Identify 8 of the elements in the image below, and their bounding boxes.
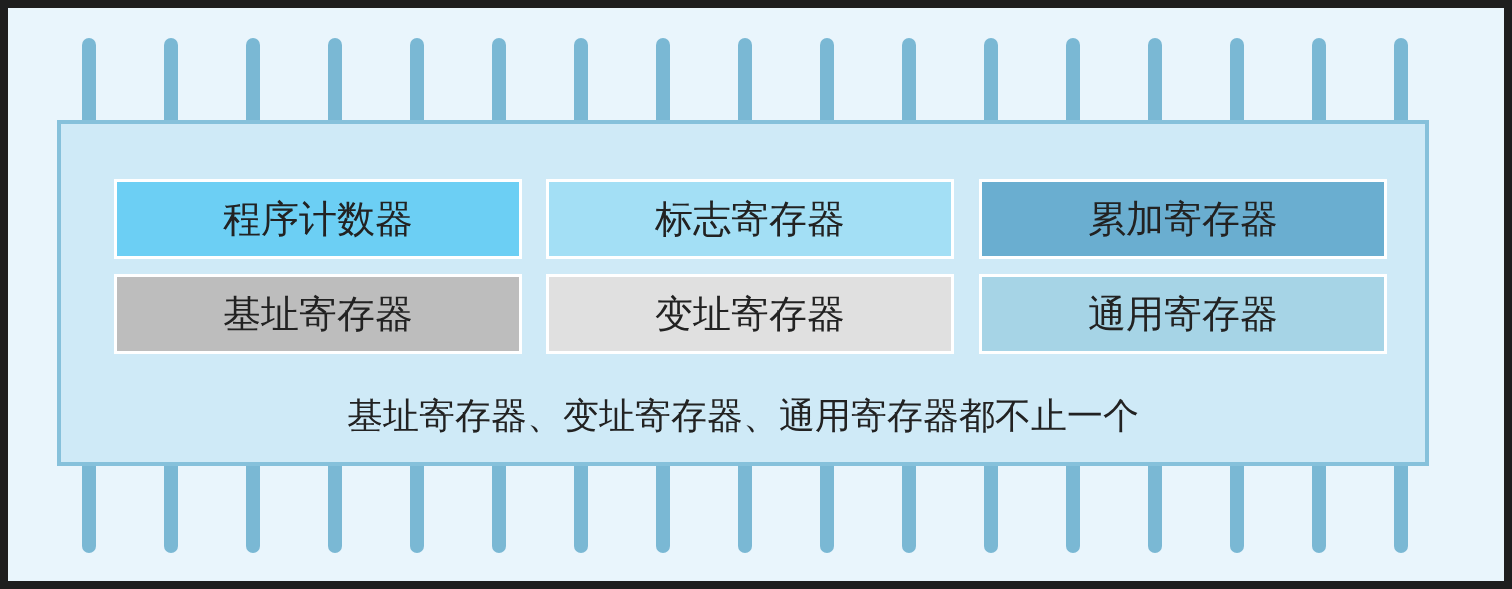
- register-box: 变址寄存器: [546, 274, 954, 354]
- chip-body: [57, 120, 1429, 466]
- note-text: 基址寄存器、变址寄存器、通用寄存器都不止一个: [346, 394, 1140, 438]
- register-box: 累加寄存器: [979, 179, 1387, 259]
- register-box: 基址寄存器: [114, 274, 522, 354]
- register-box: 通用寄存器: [979, 274, 1387, 354]
- register-box: 标志寄存器: [546, 179, 954, 259]
- register-box: 程序计数器: [114, 179, 522, 259]
